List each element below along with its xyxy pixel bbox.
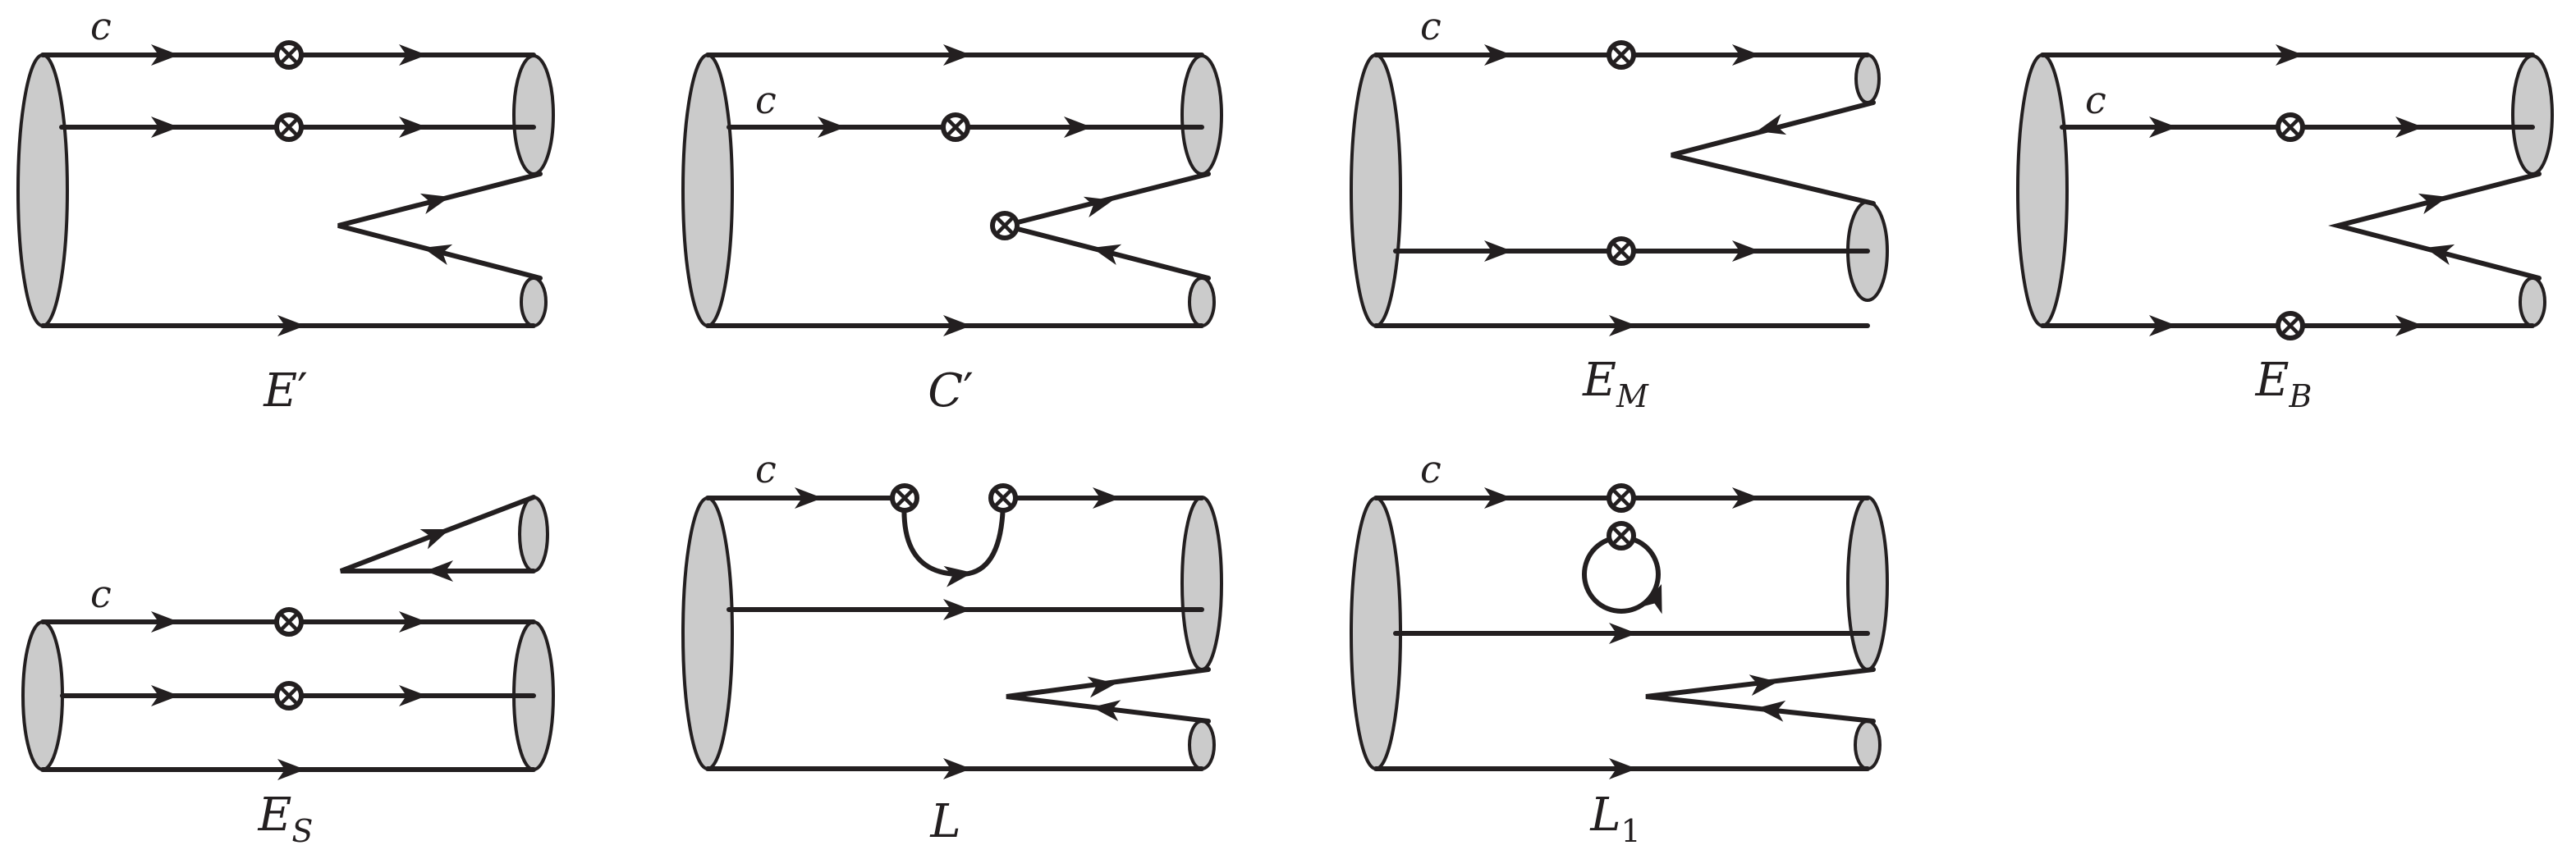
zigzag-line [2328, 171, 2542, 281]
disconnected-loop-line [339, 495, 536, 573]
line-label: c [1420, 4, 1442, 48]
line-label: c [2085, 78, 2106, 122]
right-disk-bottom [2519, 276, 2546, 327]
arrow [419, 519, 454, 550]
arrow [419, 186, 453, 215]
vertex-insertion [1609, 486, 1634, 510]
diagram-c-prime: c C′ [681, 44, 1223, 418]
vertex-insertion [943, 115, 968, 139]
diagram-label: E′ [263, 364, 308, 418]
zigzag-line [337, 171, 543, 281]
vertex-insertion [1609, 523, 1634, 548]
vertex-insertion [992, 213, 1017, 238]
right-disk-upper [518, 496, 549, 573]
arrow [1089, 237, 1122, 265]
diagram-label: ES [258, 788, 314, 849]
diagram-label: L1 [1589, 788, 1640, 849]
right-disk-top [1180, 496, 1223, 671]
diagram-label: EB [2255, 354, 2312, 414]
vertex-insertion [2278, 115, 2303, 139]
line-label: c [90, 572, 112, 616]
vertex-insertion [1609, 239, 1634, 263]
diagram-label: C′ [928, 364, 974, 418]
zigzag-line [1004, 171, 1211, 281]
right-disk-top [512, 54, 555, 176]
line-label: c [1420, 447, 1442, 491]
right-disk-top [2511, 54, 2554, 176]
arrow [419, 237, 453, 266]
line-label: c [755, 78, 777, 122]
right-disk-bottom [1188, 276, 1216, 327]
vertex-insertion [2278, 313, 2303, 338]
left-disk [1350, 53, 1402, 327]
diagram-label: EM [1582, 354, 1649, 414]
right-disk-bottom [520, 276, 548, 327]
vertex-insertion [991, 486, 1015, 510]
left-disk [681, 53, 734, 327]
zigzag-line [1671, 100, 1876, 206]
left-disk [2016, 53, 2069, 327]
diagram-e-b: c EB [2016, 44, 2554, 414]
right-disk-top [1846, 496, 1889, 671]
vertex-insertion [892, 486, 917, 510]
right-disk-bottom [1854, 720, 1882, 770]
diagram-e-prime: c E′ [16, 4, 555, 418]
diagram-label: L [929, 795, 960, 848]
left-disk [21, 620, 64, 771]
right-disk-top [1180, 54, 1223, 176]
diagram-l-1: c L1 [1350, 447, 1889, 849]
vertex-insertion [277, 115, 301, 139]
vertex-insertion [1609, 43, 1634, 67]
diagram-l: c L [681, 447, 1223, 848]
left-disk [16, 53, 69, 327]
diagram-e-s: c ES [21, 495, 555, 849]
self-energy-arc [901, 496, 1006, 578]
diagram-e-m: c EM [1350, 4, 1889, 414]
line-label: c [90, 4, 112, 48]
left-disk [681, 496, 734, 770]
vertex-insertion [277, 43, 301, 67]
right-disk-top [1854, 53, 1881, 104]
zigzag-line [1645, 667, 1876, 724]
line-label: c [755, 447, 777, 491]
vertex-insertion [277, 610, 301, 634]
right-disk-bottom [1188, 720, 1216, 770]
vertex-insertion [277, 683, 301, 708]
zigzag-line [1006, 667, 1211, 724]
